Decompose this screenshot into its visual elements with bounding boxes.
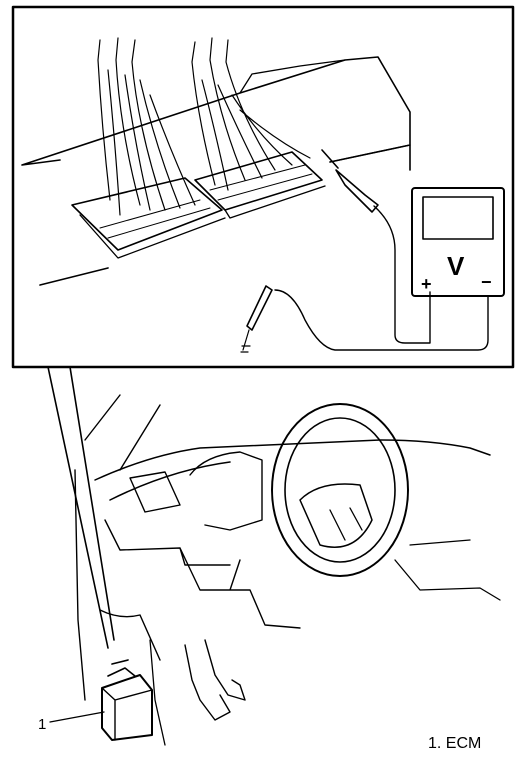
negative-probe xyxy=(240,285,489,353)
inset-detail: V + − xyxy=(11,5,515,369)
inset-frame xyxy=(11,5,515,369)
wire-harness-left xyxy=(97,37,196,216)
connector-left xyxy=(71,177,226,259)
pedals xyxy=(149,639,246,746)
voltmeter-symbol: V xyxy=(447,251,465,281)
connector-right xyxy=(194,151,326,219)
voltmeter-negative-terminal: − xyxy=(481,272,492,292)
wire-harness-right xyxy=(191,37,311,191)
ecm-unit xyxy=(101,659,153,741)
callout-number-1: 1 xyxy=(38,716,46,733)
vehicle-interior-view xyxy=(49,394,501,746)
ecm-housing-outline xyxy=(21,56,411,286)
steering-wheel xyxy=(271,403,409,577)
inset-leader-lines xyxy=(47,366,115,649)
voltmeter: V + − xyxy=(411,187,505,297)
legend-ecm: 1. ECM xyxy=(428,735,481,752)
voltmeter-display xyxy=(422,196,494,240)
callout-leader-1 xyxy=(49,711,105,723)
voltmeter-body xyxy=(411,187,505,297)
air-vent xyxy=(129,471,181,513)
voltmeter-positive-terminal: + xyxy=(421,274,432,294)
positive-probe xyxy=(321,149,431,344)
